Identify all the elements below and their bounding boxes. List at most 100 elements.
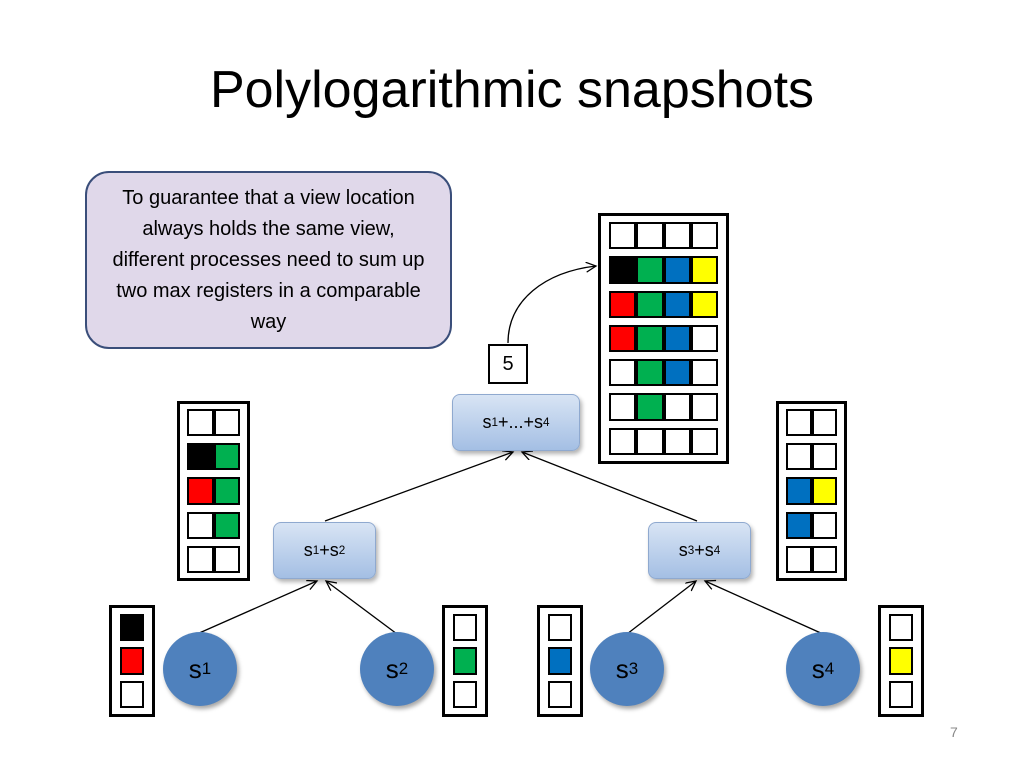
register-cell-white (609, 427, 637, 455)
register-cell-white (663, 222, 691, 250)
s4-register (878, 605, 924, 717)
register-row (120, 680, 144, 708)
register-cell-white (690, 393, 718, 421)
register-cell-blue (548, 647, 572, 675)
edge-s1s2-to-root (324, 452, 513, 522)
register-cell-white (663, 427, 691, 455)
register-cell-green (636, 256, 664, 284)
register-cell-yellow (690, 256, 718, 284)
register-row (786, 511, 837, 539)
register-row (120, 647, 144, 675)
register-cell-white (213, 409, 240, 437)
edge-s4-to-s3s4 (705, 581, 824, 635)
slide-title: Polylogarithmic snapshots (209, 61, 815, 119)
register-row (187, 511, 240, 539)
register-cell-white (811, 545, 837, 574)
register-row (120, 614, 144, 642)
register-row (889, 614, 913, 642)
register-cell-white (663, 393, 691, 421)
register-cell-white (811, 409, 837, 437)
register-row (453, 647, 477, 675)
edge-s1-to-s1s2 (196, 581, 317, 635)
right-view-register (776, 401, 847, 581)
register-cell-yellow (811, 477, 837, 505)
register-cell-white (636, 427, 664, 455)
register-cell-green (213, 477, 240, 505)
register-cell-blue (786, 477, 812, 505)
root-view-register (598, 213, 729, 464)
register-cell-white (609, 359, 637, 387)
register-row (187, 477, 240, 505)
register-cell-black (120, 614, 144, 642)
register-row (889, 647, 913, 675)
edge-s3-to-s3s4 (626, 581, 696, 635)
register-row (786, 409, 837, 437)
register-cell-white (889, 614, 913, 642)
register-cell-white (548, 614, 572, 642)
register-row (786, 443, 837, 471)
register-cell-blue (786, 511, 812, 539)
register-cell-green (213, 443, 240, 471)
register-cell-blue (663, 256, 691, 284)
register-row (609, 324, 718, 353)
register-cell-black (187, 443, 214, 471)
register-cell-red (120, 647, 144, 675)
callout-text: To guarantee that a view location always… (112, 186, 425, 333)
s2-register (442, 605, 488, 717)
register-cell-blue (663, 324, 691, 353)
register-row (609, 256, 718, 284)
register-row (889, 680, 913, 708)
register-cell-green (636, 393, 664, 421)
register-cell-white (213, 545, 240, 574)
register-cell-black (609, 256, 637, 284)
register-row (453, 614, 477, 642)
s3-register (537, 605, 583, 717)
register-row (609, 393, 718, 421)
register-row (548, 614, 572, 642)
register-row (453, 680, 477, 708)
edge-counter-to-root-register (507, 266, 596, 344)
register-cell-white (786, 409, 812, 437)
register-cell-red (609, 290, 637, 318)
counter-value: 5 (502, 352, 514, 375)
edge-s2-to-s1s2 (326, 581, 398, 635)
register-row (609, 290, 718, 318)
register-cell-green (213, 511, 240, 539)
register-cell-white (548, 680, 572, 708)
register-cell-red (187, 477, 214, 505)
register-cell-yellow (690, 290, 718, 318)
register-cell-red (609, 324, 637, 353)
register-row (786, 545, 837, 574)
register-cell-blue (663, 359, 691, 387)
register-cell-white (690, 324, 718, 353)
register-cell-green (453, 647, 477, 675)
register-row (187, 409, 240, 437)
register-cell-green (636, 359, 664, 387)
register-cell-white (609, 222, 637, 250)
register-row (187, 545, 240, 574)
page-number: 7 (950, 724, 958, 740)
register-cell-white (609, 393, 637, 421)
register-cell-blue (663, 290, 691, 318)
callout-box: To guarantee that a view location always… (85, 171, 452, 349)
register-cell-white (690, 222, 718, 250)
edge-s3s4-to-root (522, 452, 698, 522)
register-cell-white (187, 409, 214, 437)
register-cell-green (636, 324, 664, 353)
register-cell-white (690, 427, 718, 455)
register-cell-white (120, 680, 144, 708)
register-cell-white (786, 545, 812, 574)
s1-register (109, 605, 155, 717)
register-cell-white (889, 680, 913, 708)
left-view-register (177, 401, 250, 581)
register-cell-white (786, 443, 812, 471)
register-cell-white (187, 511, 214, 539)
register-cell-white (187, 545, 214, 574)
